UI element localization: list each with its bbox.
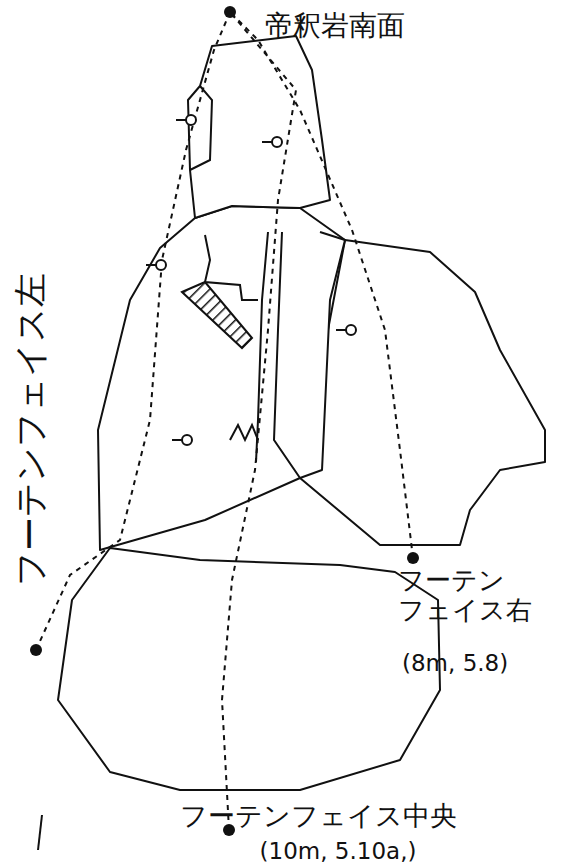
rock-outline [188, 36, 330, 218]
rock-outline [98, 206, 345, 550]
bolt-symbol [336, 325, 356, 335]
crack-line [230, 425, 258, 440]
start-dot [407, 552, 419, 564]
crack-line [274, 232, 300, 478]
route-name: フーテンフェイス左 [10, 274, 49, 587]
route-grade: (8m, 5.8) [402, 650, 508, 676]
rock-outline [300, 240, 545, 545]
bolt-symbol [262, 137, 282, 147]
hatched-ledge [182, 282, 252, 348]
crack-line [320, 232, 345, 240]
crack-line [256, 232, 268, 462]
bolt-symbol [146, 260, 166, 270]
wall-title: 帝釈岩南面 [265, 10, 405, 42]
route-name: フーテンフェイス中央 [180, 800, 457, 831]
start-dot [224, 6, 236, 18]
tick-mark [38, 815, 42, 850]
route-line-center [222, 12, 296, 830]
route-line-left [36, 12, 230, 650]
start-dot [30, 644, 42, 656]
bolt-symbol [176, 115, 196, 125]
route-grade: (10m, 5.10a,) [260, 838, 417, 864]
bolt-symbol [172, 435, 192, 445]
route-line-right [230, 12, 413, 558]
rock-outline [58, 548, 440, 790]
route-name: フーテン フェイス右 [398, 566, 544, 626]
